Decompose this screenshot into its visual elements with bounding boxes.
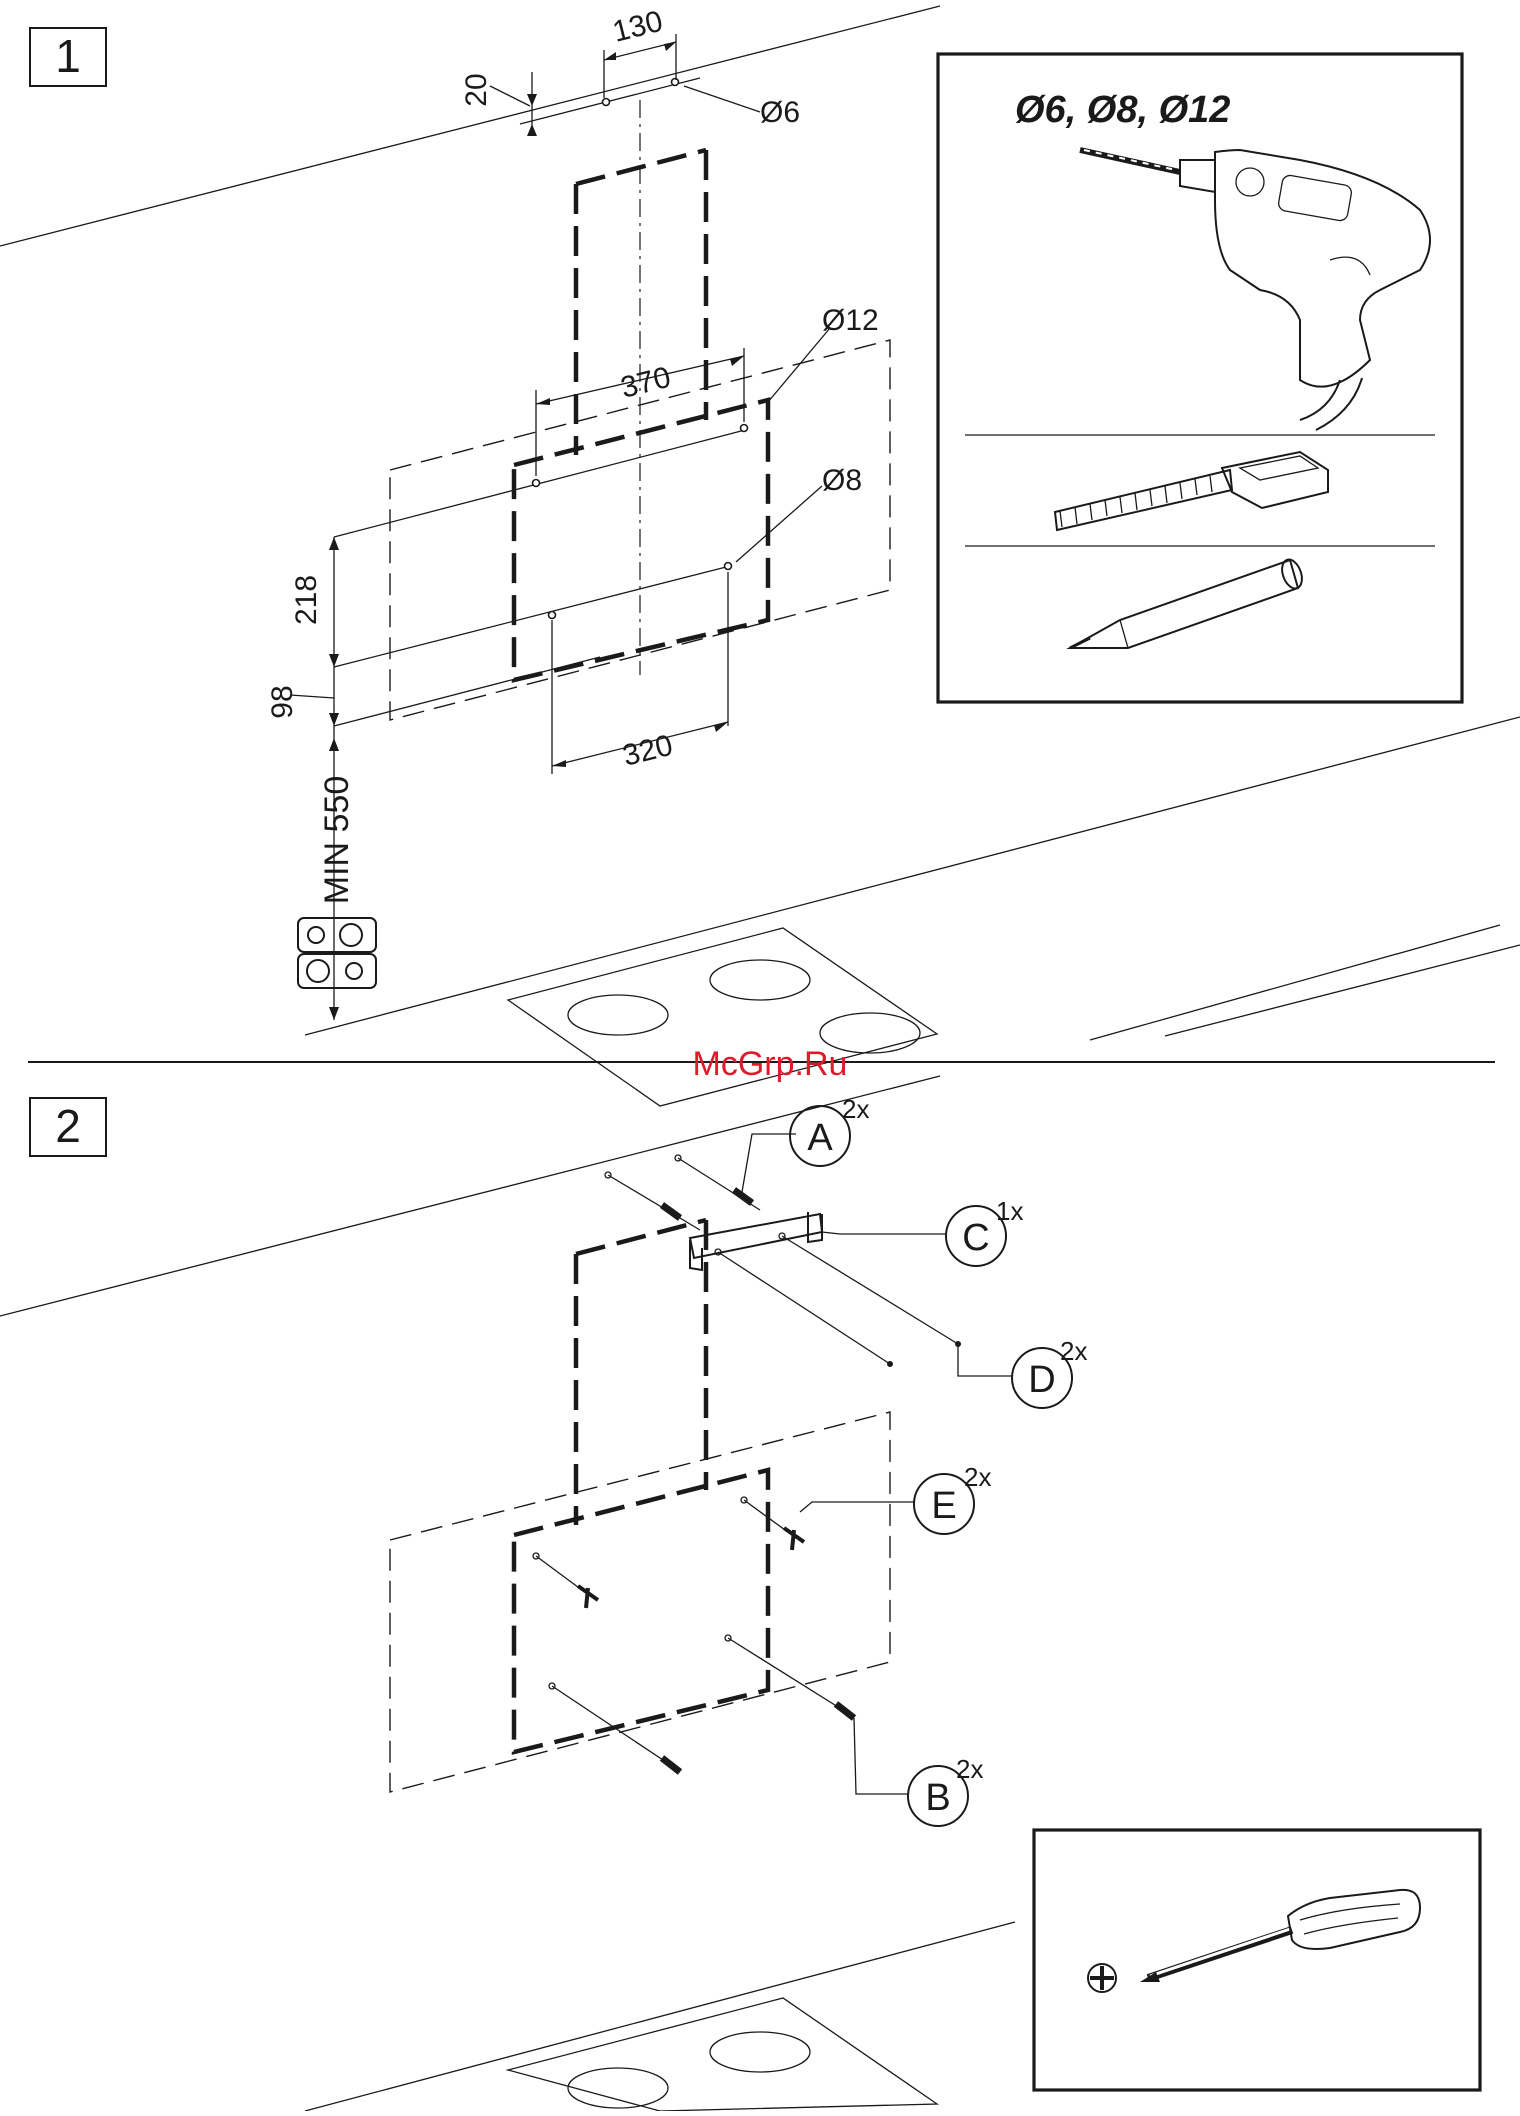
tools-panel-step1: Ø6, Ø8, Ø12 (938, 54, 1462, 702)
svg-text:Ø12: Ø12 (822, 304, 879, 337)
svg-text:Ø6: Ø6 (760, 96, 800, 129)
svg-text:370: 370 (617, 361, 674, 405)
svg-text:218: 218 (290, 575, 323, 625)
worktop-edge-line (1090, 925, 1500, 1040)
callout-hole-6: Ø6 (684, 86, 800, 129)
svg-text:Ø6, Ø8, Ø12: Ø6, Ø8, Ø12 (1015, 89, 1230, 131)
part-callout-b: B 2x (854, 1718, 983, 1826)
part-letter: C (962, 1217, 989, 1259)
hob-symbol-icon (298, 918, 376, 988)
callout-hole-12: Ø12 (768, 304, 879, 402)
step-2-number-box: 2 (30, 1098, 106, 1156)
svg-text:130: 130 (609, 5, 666, 49)
hob-burner (710, 960, 810, 1000)
bracket-c (690, 1212, 822, 1270)
pencil-icon (1070, 557, 1306, 648)
part-callout-e: E 2x (800, 1462, 991, 1534)
svg-text:20: 20 (460, 73, 493, 106)
svg-text:320: 320 (619, 729, 676, 773)
part-callout-a: A 2x (742, 1094, 869, 1192)
chimney-outline (576, 1220, 706, 1525)
dimension-130: 130 (604, 5, 676, 98)
hole-line-bottom (334, 657, 600, 726)
part-callout-d: D 2x (958, 1336, 1087, 1408)
step-number: 1 (55, 30, 81, 82)
part-letter: B (925, 1777, 950, 1819)
hood-body-outline (514, 1470, 768, 1752)
part-letter: E (931, 1485, 956, 1527)
part-callout-c: C 1x (822, 1196, 1023, 1266)
dimension-vertical: 218 98 MIN 550 (266, 537, 356, 1020)
step-1: 1 (0, 5, 1520, 1106)
part-letter: A (807, 1117, 833, 1159)
part-quantity: 2x (964, 1462, 991, 1492)
hole-marker (533, 480, 540, 487)
hole-marker (672, 79, 679, 86)
hole-marker (725, 563, 732, 570)
drill-icon (1080, 150, 1430, 430)
svg-text:Ø8: Ø8 (822, 464, 862, 497)
part-letter: D (1028, 1359, 1055, 1401)
worktop-line (305, 1922, 1015, 2111)
hole-marker (741, 425, 748, 432)
dimension-20: 20 (460, 72, 537, 136)
hole-line-lower (334, 566, 730, 667)
step-1-number-box: 1 (30, 28, 106, 86)
step-2: 2 (0, 1076, 1480, 2111)
phillips-screwdriver-icon (1140, 1890, 1420, 1982)
hole-marker (549, 612, 556, 619)
worktop-edge-line-2 (1165, 945, 1520, 1036)
callout-hole-8: Ø8 (736, 464, 862, 562)
chimney-outline (576, 150, 706, 455)
svg-text:98: 98 (266, 685, 299, 718)
hob-burner (710, 2032, 810, 2072)
part-quantity: 1x (996, 1196, 1023, 1226)
tape-measure-icon (1055, 452, 1328, 530)
ceiling-fixings (605, 1155, 961, 1367)
tools-panel-step2 (1034, 1830, 1480, 2090)
part-quantity: 2x (1060, 1336, 1087, 1366)
hood-fixings (533, 1497, 854, 1772)
part-quantity: 2x (956, 1754, 983, 1784)
watermark-text: McGrp.Ru (693, 1045, 848, 1083)
wall-ceiling-line (0, 1076, 940, 1316)
hob-burner (568, 2068, 668, 2108)
svg-text:MIN 550: MIN 550 (318, 776, 356, 905)
worktop-line (305, 717, 1520, 1035)
step-number: 2 (55, 1100, 81, 1152)
hole-marker (603, 99, 610, 106)
hob (508, 1998, 937, 2111)
hood-glass-outline (390, 1412, 890, 1792)
phillips-head-icon (1088, 1964, 1116, 1992)
part-quantity: 2x (842, 1094, 869, 1124)
hob-burner (568, 995, 668, 1035)
